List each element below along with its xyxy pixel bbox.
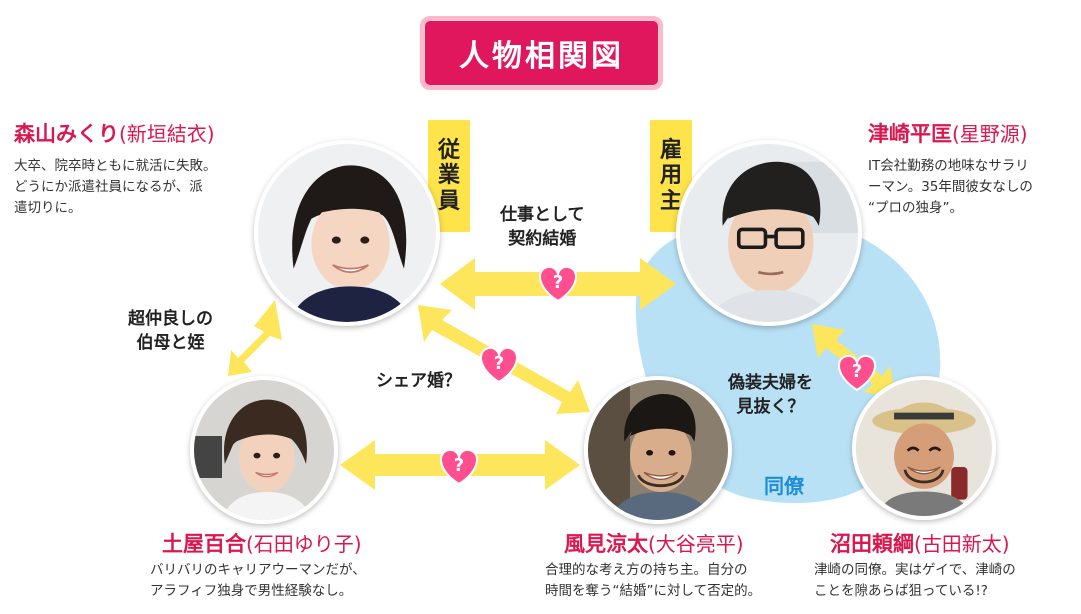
employer-tag: 雇 用 主 <box>650 120 692 232</box>
heart-icon: ? <box>838 354 876 392</box>
photo-yuriko <box>190 376 338 524</box>
photo-hiramasa <box>676 140 862 326</box>
relation-colleague-label: 同僚 <box>764 474 804 498</box>
heart-icon: ? <box>480 346 518 384</box>
character-desc-ryota: 合理的な考え方の持ち主。自分の 時間を奪う“結婚”に対して否定的。 <box>545 562 762 599</box>
character-name-yuriko: 土屋百合(石田ゆり子) <box>162 532 362 556</box>
photo-ryota <box>584 376 732 524</box>
page-title: 人物相関図 <box>420 16 663 90</box>
heart-mark: ? <box>494 353 504 374</box>
character-name-ryota: 風見涼太(大谷亮平) <box>564 532 744 556</box>
aunt-arrow <box>228 300 282 376</box>
relation-aunt-label: 超仲良しの 伯母と姪 <box>128 309 213 353</box>
character-desc-mikuri: 大卒、院卒時ともに就活に失敗。 どうにか派遣社員になるが、派 遣切りに。 <box>14 158 217 216</box>
relation-share-label: シェア婚？ <box>376 371 461 391</box>
heart-mark: ? <box>852 361 862 382</box>
heart-mark: ? <box>454 455 464 476</box>
character-name-yoritsuna: 沼田頼綱(古田新太) <box>830 532 1010 556</box>
character-desc-yoritsuna: 津崎の同僚。実はゲイで、津崎の ことを隙あらば狙っている!? <box>814 562 1016 599</box>
relation-fake-label: 偽装夫婦を 見抜く？ <box>728 373 813 417</box>
photo-mikuri <box>254 140 440 326</box>
heart-icon: ? <box>440 448 478 486</box>
character-name-mikuri: 森山みくり(新垣結衣) <box>14 122 215 146</box>
character-name-hiramasa: 津崎平匡(星野源) <box>868 122 1028 146</box>
heart-icon: ? <box>539 265 577 303</box>
relation-contract-label: 仕事として 契約結婚 <box>500 205 585 249</box>
heart-mark: ? <box>553 272 563 293</box>
photo-yoritsuna <box>852 376 996 520</box>
character-desc-hiramasa: IT会社勤務の地味なサラリ ーマン。35年間彼女なしの “プロの独身”。 <box>868 158 1033 216</box>
character-desc-yuriko: バリバリのキャリアウーマンだが、 アラフィフ独身で男性経験なし。 <box>150 562 366 599</box>
